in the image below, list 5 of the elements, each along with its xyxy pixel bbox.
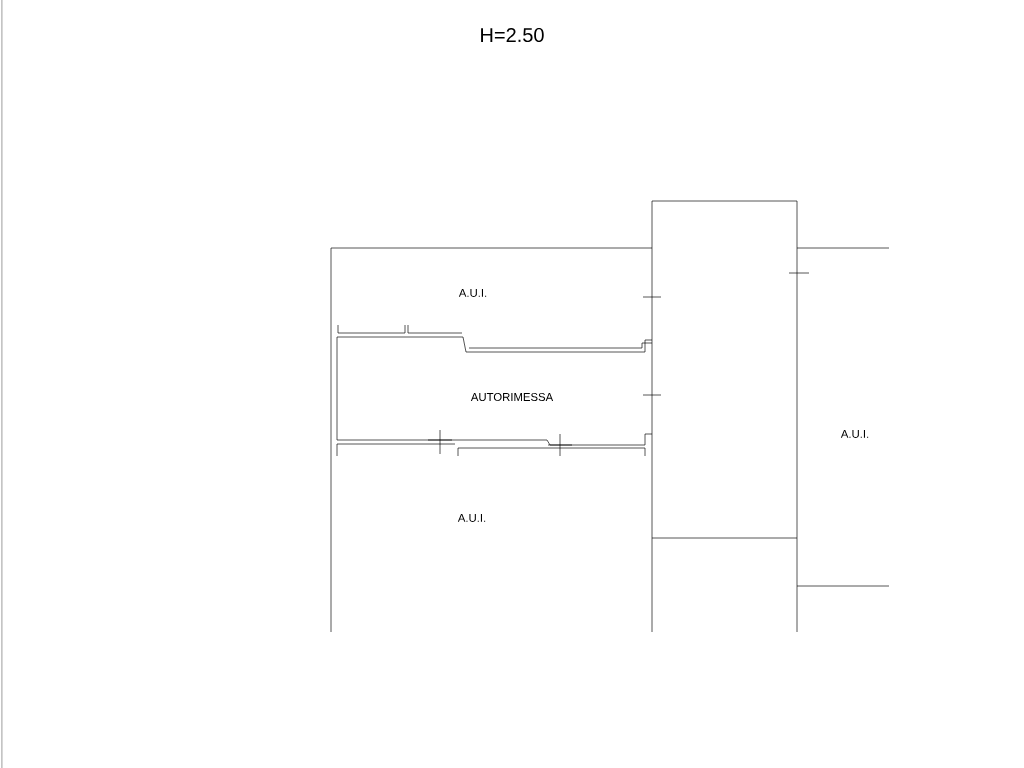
room-label: A.U.I. — [458, 289, 487, 297]
room-label: A.U.I. — [457, 514, 486, 522]
title: H=2.50 — [481, 27, 544, 43]
room-label: AUTORIMESSA — [470, 393, 554, 401]
room-label: A.U.I. — [840, 430, 869, 438]
